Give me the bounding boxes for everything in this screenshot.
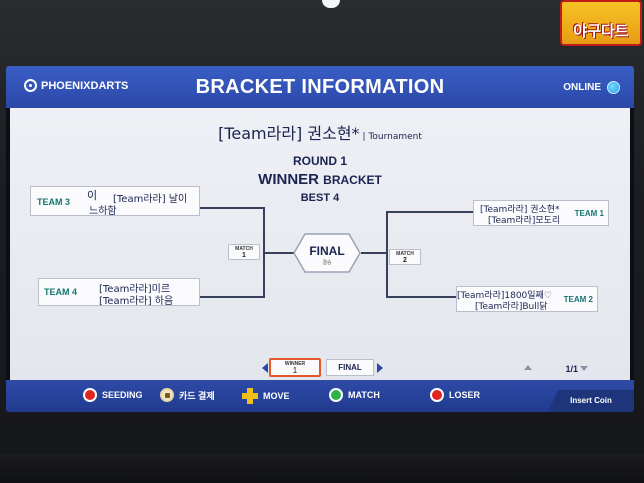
player-name: [Team라라] 날이 bbox=[113, 194, 188, 205]
phoenix-logo-icon bbox=[24, 79, 37, 92]
brand-name: PHOENIXDARTS bbox=[41, 79, 129, 92]
cabinet-logo: 야구다트 bbox=[560, 0, 642, 46]
match-1-tag[interactable]: MATCH 1 bbox=[228, 244, 260, 260]
cabinet-logo-text: 야구다트 bbox=[573, 22, 629, 40]
bracket-line bbox=[386, 211, 388, 298]
online-label: ONLINE bbox=[563, 82, 601, 93]
move-label: MOVE bbox=[263, 391, 290, 401]
loser-label: LOSER bbox=[449, 390, 481, 400]
page-indicator: 1/1 bbox=[565, 364, 578, 374]
pager-prev-arrow-icon[interactable] bbox=[262, 363, 268, 373]
pager-winner-number: 1 bbox=[292, 366, 298, 375]
top-indicator-light bbox=[322, 0, 340, 8]
best-of-label: BEST 4 bbox=[300, 192, 340, 204]
loser-button[interactable]: LOSER bbox=[430, 388, 480, 402]
player-name: [Team라라]1800일째♡ bbox=[457, 291, 552, 301]
bracket-panel: [Team라라] 권소현*| Tournament ROUND 1 WINNER… bbox=[10, 108, 630, 380]
red-button-icon bbox=[430, 388, 444, 402]
online-status: ONLINE bbox=[563, 81, 620, 94]
page-title: BRACKET INFORMATION bbox=[195, 76, 445, 98]
pager-winner-tab[interactable]: WINNER 1 bbox=[269, 358, 321, 377]
player-name: [Team라라] 권소현* bbox=[480, 205, 560, 215]
final-sublabel: 결승 bbox=[322, 260, 332, 266]
match-button[interactable]: MATCH bbox=[329, 388, 380, 402]
team-label: TEAM 2 bbox=[563, 295, 593, 304]
team-slot-team-2[interactable]: [Team라라]1800일째♡ [Team라라]Bull닭 TEAM 2 bbox=[456, 286, 598, 312]
event-mode: | Tournament bbox=[362, 132, 422, 142]
cabinet-bottom-bezel bbox=[0, 454, 644, 483]
bracket-type-main: WINNER bbox=[258, 171, 319, 188]
event-title: [Team라라] 권소현*| Tournament bbox=[10, 120, 630, 144]
player-name: [Team라라]모도리 bbox=[488, 216, 561, 226]
event-name: [Team라라] 권소현* bbox=[218, 124, 360, 143]
scroll-down-icon[interactable] bbox=[580, 366, 588, 371]
team-label: TEAM 1 bbox=[574, 209, 604, 218]
bracket-line bbox=[387, 211, 473, 213]
bracket-line bbox=[200, 296, 264, 298]
match-label: MATCH bbox=[235, 246, 253, 252]
bracket-line bbox=[361, 252, 387, 254]
player-name: [Team라라]미르 bbox=[99, 284, 171, 295]
bracket-type: WINNER BRACKET bbox=[10, 171, 630, 188]
red-button-icon bbox=[83, 388, 97, 402]
player-name: [Team라라] 하음 bbox=[99, 296, 174, 307]
bracket-type-sub: BRACKET bbox=[323, 173, 382, 187]
team-slot-team-1[interactable]: [Team라라] 권소현* [Team라라]모도리 TEAM 1 bbox=[473, 200, 609, 226]
online-indicator-icon bbox=[607, 81, 620, 94]
team-label: TEAM 3 bbox=[37, 197, 71, 207]
match-label: MATCH bbox=[348, 390, 380, 400]
player-name: [Team라라]Bull닭 bbox=[475, 302, 548, 312]
green-button-icon bbox=[329, 388, 343, 402]
scroll-up-icon[interactable] bbox=[524, 365, 532, 370]
brand: PHOENIXDARTS bbox=[24, 79, 128, 92]
team-slot-team-3[interactable]: TEAM 3 이 [Team라라] 날이 느하함 bbox=[30, 186, 200, 217]
team-slot-team-4[interactable]: TEAM 4 [Team라라]미르 [Team라라] 하음 bbox=[38, 278, 200, 307]
bracket-line bbox=[200, 207, 264, 209]
final-hexagon-shape bbox=[293, 233, 361, 273]
card-pay-label: 카드 결제 bbox=[179, 390, 215, 401]
player-name: 느하함 bbox=[89, 206, 117, 217]
pager-winner-label: WINNER bbox=[284, 361, 306, 367]
card-pay-button[interactable]: 카드 결제 bbox=[160, 388, 215, 402]
final-label: FINAL bbox=[309, 244, 345, 258]
match-2-tag[interactable]: MATCH 2 bbox=[389, 249, 421, 265]
final-node[interactable]: FINAL 결승 bbox=[293, 233, 361, 273]
match-number: 1 bbox=[242, 252, 246, 259]
seeding-label: SEEDING bbox=[102, 390, 143, 400]
pager-final-tab[interactable]: FINAL bbox=[326, 359, 374, 376]
bracket-line bbox=[387, 296, 457, 298]
header-bar: PHOENIXDARTS BRACKET INFORMATION ONLINE bbox=[6, 66, 634, 108]
pager-next-arrow-icon[interactable] bbox=[377, 363, 383, 373]
team-label: TEAM 4 bbox=[44, 287, 78, 297]
player-name: 이 bbox=[87, 189, 98, 202]
card-icon bbox=[160, 388, 174, 402]
match-label: MATCH bbox=[396, 251, 414, 257]
insert-coin-label: Insert Coin bbox=[548, 390, 634, 412]
footer-controls: SEEDING 카드 결제 MOVE MATCH LOSER Insert Co… bbox=[6, 380, 634, 412]
move-button[interactable]: MOVE bbox=[242, 388, 290, 404]
match-number: 2 bbox=[403, 257, 407, 264]
round-label: ROUND 1 bbox=[292, 154, 347, 168]
bracket-line bbox=[264, 252, 294, 254]
dpad-icon bbox=[242, 388, 258, 404]
game-screen: PHOENIXDARTS BRACKET INFORMATION ONLINE … bbox=[6, 66, 634, 412]
seeding-button[interactable]: SEEDING bbox=[83, 388, 143, 402]
